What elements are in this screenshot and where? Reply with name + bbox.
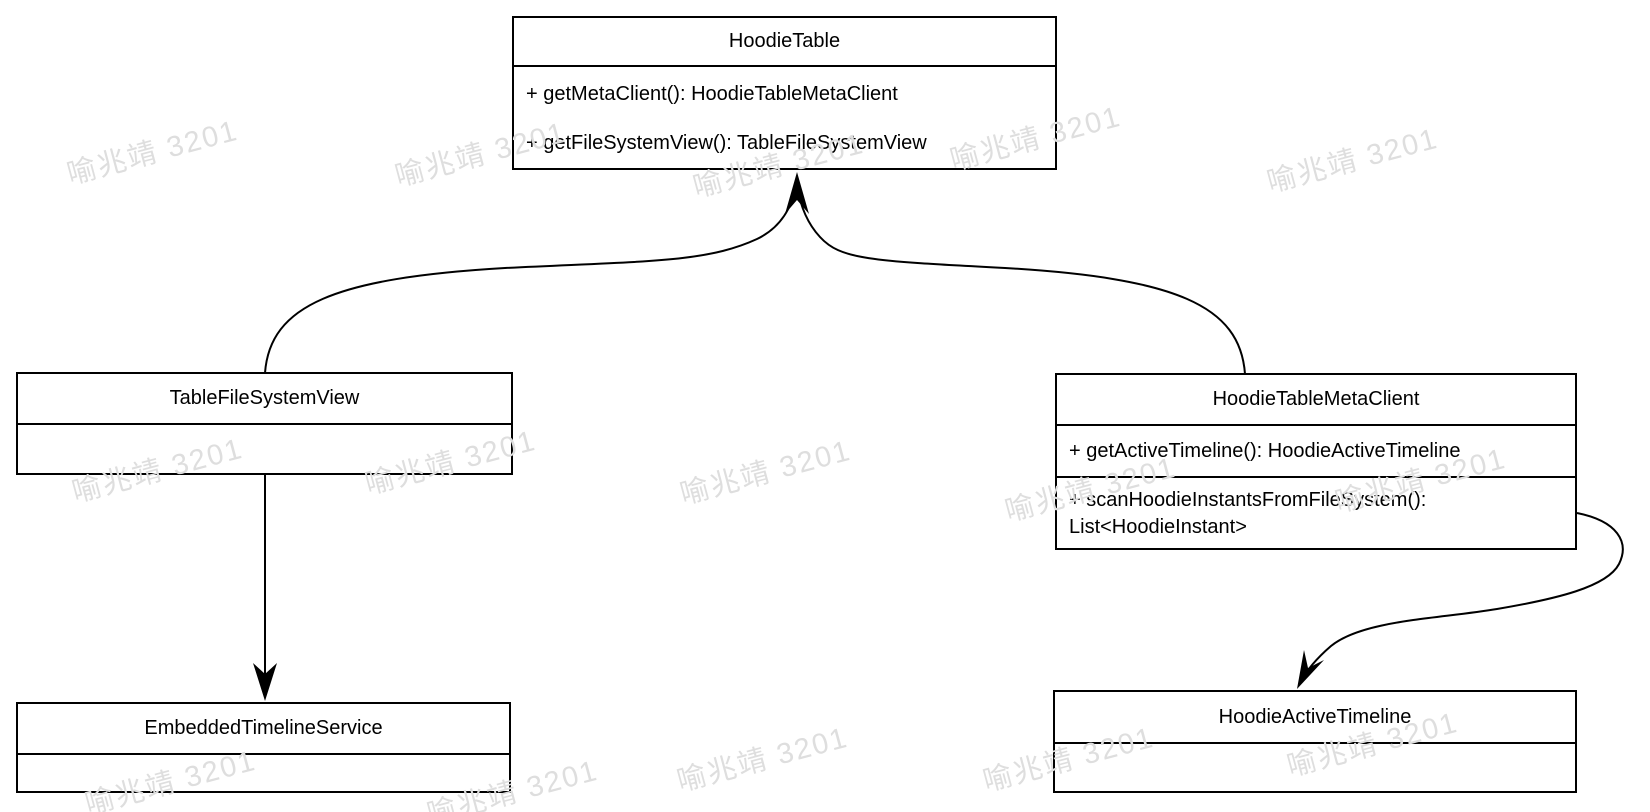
empty-compartment bbox=[18, 423, 511, 473]
method-scan-hoodie-instants: + scanHoodieInstantsFromFileSystem(): Li… bbox=[1057, 476, 1575, 548]
watermark-text: 喻兆靖 3201 bbox=[673, 721, 852, 799]
arrowhead-down-icon bbox=[253, 663, 277, 701]
class-box-hoodie-table: HoodieTable + getMetaClient(): HoodieTab… bbox=[512, 16, 1057, 170]
class-title-table-file-system-view: TableFileSystemView bbox=[169, 387, 360, 409]
class-methods-hoodie-table: + getMetaClient(): HoodieTableMetaClient… bbox=[514, 65, 1055, 168]
empty-compartment bbox=[1055, 742, 1575, 791]
watermark-text: 喻兆靖 3201 bbox=[63, 114, 242, 192]
method-get-file-system-view: + getFileSystemView(): TableFileSystemVi… bbox=[526, 132, 927, 154]
empty-compartment bbox=[18, 753, 509, 791]
class-box-hoodie-active-timeline: HoodieActiveTimeline bbox=[1053, 690, 1577, 793]
watermark-text: 喻兆靖 3201 bbox=[1263, 122, 1442, 200]
arrow-hoodie-table-meta-client-to-hoodie-table bbox=[796, 185, 1246, 375]
class-title-embedded-timeline-service: EmbeddedTimelineService bbox=[144, 717, 383, 739]
class-box-hoodie-table-meta-client: HoodieTableMetaClient + getActiveTimelin… bbox=[1055, 373, 1577, 550]
class-title-hoodie-table-meta-client: HoodieTableMetaClient bbox=[1212, 388, 1420, 410]
class-box-table-file-system-view: TableFileSystemView bbox=[16, 372, 513, 475]
arrow-table-file-system-view-to-hoodie-table bbox=[264, 185, 798, 374]
class-title-hoodie-active-timeline: HoodieActiveTimeline bbox=[1218, 705, 1412, 728]
arrowhead-down-left-icon bbox=[1297, 650, 1324, 689]
method-get-meta-client: + getMetaClient(): HoodieTableMetaClient bbox=[526, 82, 898, 105]
watermark-text: 喻兆靖 3201 bbox=[676, 434, 855, 512]
method-get-active-timeline: + getActiveTimeline(): HoodieActiveTimel… bbox=[1057, 424, 1575, 476]
class-title-hoodie-table: HoodieTable bbox=[728, 30, 841, 52]
arrowhead-up-icon bbox=[785, 172, 809, 214]
class-box-embedded-timeline-service: EmbeddedTimelineService bbox=[16, 702, 511, 793]
